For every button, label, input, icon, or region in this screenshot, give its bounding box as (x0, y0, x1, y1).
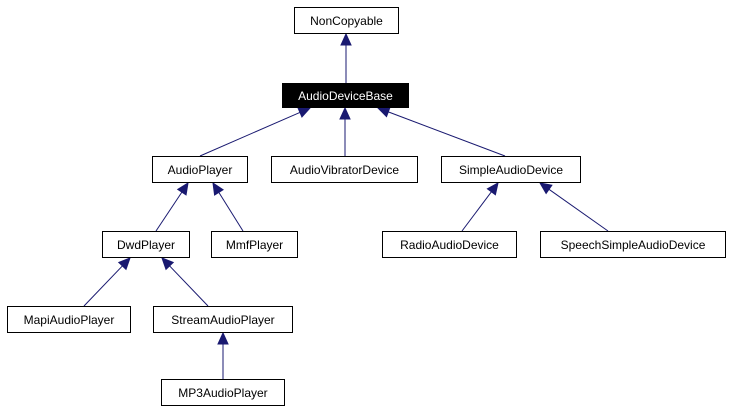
arrowhead-speechsimpleaudiodevice-to-simpleaudiodevice (539, 182, 553, 195)
arrowhead-simpleaudiodevice-to-audiodevicebase (376, 106, 391, 118)
inherits-edge-radioaudiodevice-to-simpleaudiodevice (461, 191, 492, 232)
inherits-edge-mmfplayer-to-audioplayer (218, 192, 244, 232)
class-node-audioplayer[interactable]: AudioPlayer (152, 156, 248, 183)
class-node-mp3audioplayer[interactable]: MP3AudioPlayer (161, 379, 285, 406)
class-node-radioaudiodevice[interactable]: RadioAudioDevice (382, 231, 517, 258)
arrowhead-mmfplayer-to-audioplayer (212, 181, 224, 196)
class-node-mmfplayer[interactable]: MmfPlayer (211, 231, 298, 258)
class-node-mapiaudioplayer[interactable]: MapiAudioPlayer (7, 306, 131, 333)
arrowhead-streamaudioplayer-to-dwdplayer (161, 257, 175, 271)
arrowhead-mp3audioplayer-to-streamaudioplayer (217, 331, 229, 345)
class-node-speechsimpleaudiodevice[interactable]: SpeechSimpleAudioDevice (540, 231, 726, 258)
inherits-edge-audioplayer-to-audiodevicebase (199, 111, 301, 157)
inherits-edge-simpleaudiodevice-to-audiodevicebase (388, 111, 506, 157)
class-node-streamaudioplayer[interactable]: StreamAudioPlayer (153, 306, 293, 333)
class-node-dwdplayer[interactable]: DwdPlayer (102, 231, 190, 258)
arrowhead-audiodevicebase-to-noncopyable (340, 32, 352, 46)
inherits-edge-mapiaudioplayer-to-dwdplayer (83, 265, 123, 307)
class-node-simpleaudiodevice[interactable]: SimpleAudioDevice (441, 156, 581, 183)
arrowhead-audiovibratordevice-to-audiodevicebase (339, 106, 351, 120)
arrowhead-mapiaudioplayer-to-dwdplayer (117, 257, 131, 271)
arrowhead-dwdplayer-to-audioplayer (176, 181, 189, 196)
class-node-audiovibratordevice[interactable]: AudioVibratorDevice (271, 156, 418, 183)
inherits-edge-speechsimpleaudiodevice-to-simpleaudiodevice (548, 188, 609, 232)
class-node-noncopyable[interactable]: NonCopyable (294, 7, 399, 34)
class-node-audiodevicebase[interactable]: AudioDeviceBase (282, 83, 409, 108)
arrowhead-radioaudiodevice-to-simpleaudiodevice (486, 182, 499, 196)
inherits-edge-dwdplayer-to-audioplayer (155, 191, 183, 232)
inherits-edge-streamaudioplayer-to-dwdplayer (169, 265, 209, 307)
arrowhead-audioplayer-to-audiodevicebase (297, 107, 312, 118)
